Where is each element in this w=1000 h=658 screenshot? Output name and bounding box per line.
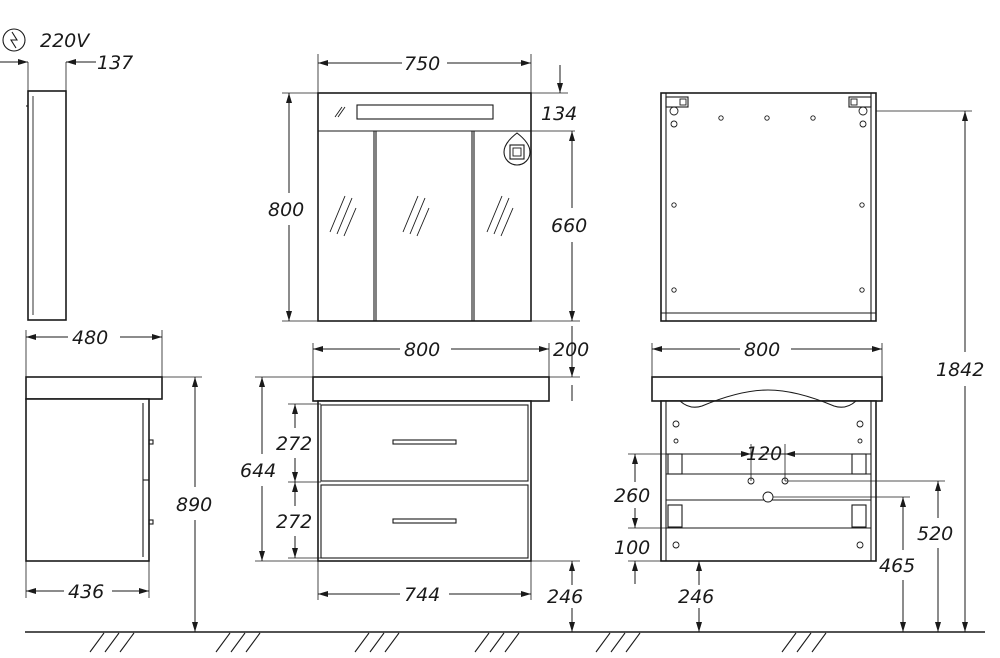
hanger-bracket-right <box>848 96 872 128</box>
back-view-mirror-cabinet <box>660 92 877 322</box>
side-view: 137 480 436 890 <box>0 52 212 632</box>
drain-offset-label: 100 <box>614 537 650 559</box>
back-sink-width-label: 800 <box>744 339 780 361</box>
cabinet-depth-label: 436 <box>68 581 104 603</box>
pipe-height-label: 520 <box>917 523 953 545</box>
pipe-drop-label: 260 <box>614 485 650 507</box>
legs-height-label: 246 <box>547 586 583 608</box>
front-view-mirror-cabinet: 750 800 134 660 <box>268 53 587 322</box>
socket-icon <box>503 132 531 166</box>
door-height-label: 660 <box>551 215 587 237</box>
drawer-top-height-label: 272 <box>276 433 312 455</box>
drain-height-label: 465 <box>879 555 915 577</box>
sink-width-label: 800 <box>404 339 440 361</box>
mirror-width-label: 750 <box>404 53 440 75</box>
voltage-label: 220V <box>40 30 91 52</box>
light-height-label: 134 <box>541 103 577 125</box>
cabinet-height-label: 644 <box>240 460 276 482</box>
back-legs-height-label: 246 <box>678 586 714 608</box>
floor-line <box>25 631 985 653</box>
power-supply-label: 220V <box>2 28 91 52</box>
mirror-depth-label: 137 <box>97 52 133 74</box>
sink-depth-label: 480 <box>72 327 108 349</box>
mirror-height-label: 800 <box>268 199 304 221</box>
pipe-spacing-label: 120 <box>746 443 782 465</box>
height-to-sink-label: 890 <box>176 494 212 516</box>
front-view-vanity: 800 200 644 272 272 7 <box>240 326 589 632</box>
total-height-label: 1842 <box>936 359 984 381</box>
sink-height-label: 200 <box>553 339 589 361</box>
hanger-bracket-left <box>665 96 689 128</box>
power-socket-icon <box>2 28 26 52</box>
cabinet-width-label: 744 <box>404 584 440 606</box>
back-view-vanity: 800 120 260 100 246 1842 <box>614 110 984 632</box>
drawer-bottom-height-label: 272 <box>276 511 312 533</box>
